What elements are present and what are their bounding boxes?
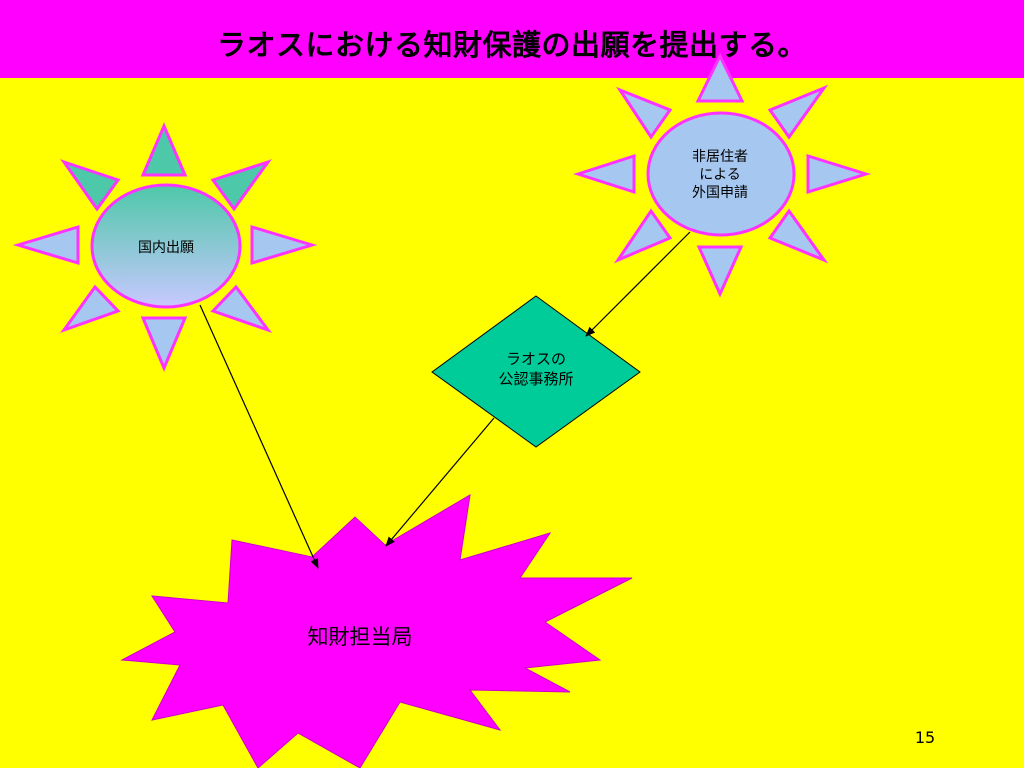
label-line: ラオスの (505, 350, 566, 368)
label-line: 国内出願 (138, 240, 194, 256)
sun-ray-top-left (60, 159, 121, 212)
ip-office-label: 知財担当局 (270, 624, 450, 651)
domestic-application-label: 国内出願 (106, 239, 226, 257)
sun-ray-top (140, 122, 188, 177)
sun-ray-top-right (767, 84, 829, 140)
arrow-foreign-to-agent (585, 231, 691, 337)
sun-ray-top (695, 52, 745, 103)
sun-core (646, 111, 796, 237)
title-bar (0, 0, 1024, 78)
sun-ray-bottom-right (767, 208, 829, 264)
sun-ray-left (573, 153, 636, 195)
label-line: による (699, 167, 741, 184)
sun-ray-bottom-left (613, 208, 673, 264)
sun-ray-left (12, 224, 80, 266)
label-line: 公認事務所 (498, 369, 574, 388)
sun-ray-bottom (140, 316, 188, 372)
authorized-agent-diamond (431, 295, 641, 448)
domestic-application-sun (12, 122, 318, 372)
label-line: 知財担当局 (307, 625, 413, 649)
ip-office-starburst (120, 494, 633, 768)
page-number: 15 (914, 728, 936, 747)
foreign-application-label: 非居住者 による 外国申請 (660, 148, 780, 203)
sun-ray-top-right (210, 159, 272, 212)
slide-title: ラオスにおける知財保護の出願を提出する。 (216, 28, 807, 62)
authorized-agent-label: ラオスの 公認事務所 (466, 350, 606, 389)
arrow-agent-to-office (385, 417, 495, 547)
label-line: 非居住者 (692, 149, 748, 165)
sun-core (90, 183, 242, 309)
label-line: 外国申請 (692, 185, 748, 202)
sun-ray-top-left (616, 86, 673, 140)
arrow-domestic-to-office (199, 304, 319, 569)
sun-ray-bottom-right (210, 284, 273, 334)
sun-ray-right (806, 153, 872, 195)
sun-ray-right (250, 224, 318, 266)
foreign-application-sun (573, 52, 872, 298)
sun-ray-bottom-left (59, 284, 121, 334)
sun-ray-bottom (696, 245, 744, 298)
